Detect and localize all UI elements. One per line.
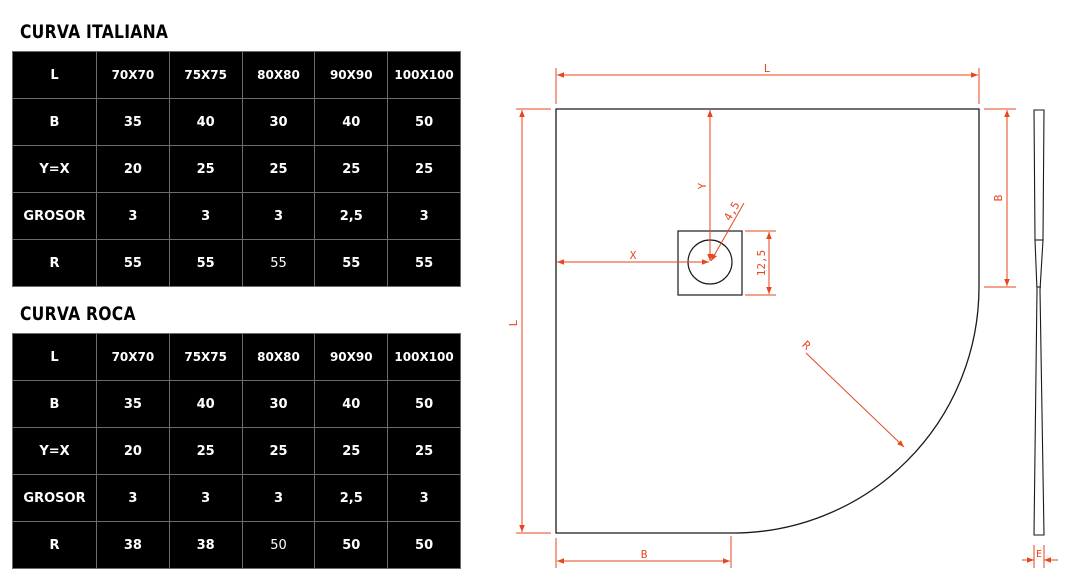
table-cell: 100X100: [387, 51, 461, 99]
table-curva-roca: L 70X70 75X75 80X80 90X90 100X100 B 35 4…: [12, 333, 461, 569]
table-cell: 50: [387, 98, 461, 146]
table-cell: 50: [314, 521, 389, 569]
label-x: X: [630, 249, 637, 262]
table-cell: 20: [96, 145, 170, 193]
table-cell: 30: [241, 98, 316, 146]
row-label: R: [12, 521, 97, 569]
table-cell: 25: [387, 427, 461, 475]
table-cell: 50: [241, 521, 316, 569]
table-row-l: L 70X70 75X75 80X80 90X90 100X100: [12, 51, 461, 99]
table-cell: 55: [168, 239, 243, 287]
table-row-yx: Y=X 20 25 25 25 25: [12, 427, 461, 475]
table-row-grosor: GROSOR 3 3 3 2,5 3: [12, 474, 461, 522]
table-cell: 38: [168, 521, 243, 569]
table-cell: 3: [241, 474, 316, 522]
dimension-line-radius: [805, 352, 905, 448]
label-b-right: B: [992, 194, 1005, 201]
table-cell: 3: [168, 474, 243, 522]
table-cell: 40: [314, 380, 389, 428]
label-thickness: E: [1036, 549, 1042, 560]
table-cell: 3: [241, 192, 316, 240]
table-cell: 25: [168, 145, 243, 193]
table-cell: 35: [96, 380, 170, 428]
table-cell: 3: [168, 192, 243, 240]
row-label: B: [12, 98, 97, 146]
table-cell: 3: [96, 192, 170, 240]
table-cell: 55: [96, 239, 170, 287]
label-l-top: L: [764, 62, 771, 75]
table-cell: 38: [96, 521, 170, 569]
table-row-b: B 35 40 30 40 50: [12, 98, 461, 146]
row-label: Y=X: [12, 427, 97, 475]
table-row-r: R 55 55 55 55 55: [12, 239, 461, 287]
table-cell: 25: [314, 427, 389, 475]
table-cell: 25: [241, 145, 316, 193]
table-cell: 30: [241, 380, 316, 428]
label-radius: R: [800, 338, 814, 352]
table-cell: 2,5: [314, 192, 389, 240]
label-b-bottom: B: [641, 548, 648, 561]
table-cell: 75X75: [168, 51, 243, 99]
dimension-line-drain-diameter: [710, 202, 745, 262]
label-l-left: L: [507, 319, 520, 326]
row-label: R: [12, 239, 97, 287]
row-label: GROSOR: [12, 192, 97, 240]
table-cell: 55: [314, 239, 389, 287]
table-cell: 55: [387, 239, 461, 287]
tray-side-profile: [1033, 109, 1045, 536]
row-label: L: [12, 333, 97, 381]
table-row-b: B 35 40 30 40 50: [12, 380, 461, 428]
table-row-r: R 38 38 50 50 50: [12, 521, 461, 569]
table-cell: 100X100: [387, 333, 461, 381]
table-row-yx: Y=X 20 25 25 25 25: [12, 145, 461, 193]
table-cell: 3: [387, 192, 461, 240]
table-row-grosor: GROSOR 3 3 3 2,5 3: [12, 192, 461, 240]
table-curva-italiana: L 70X70 75X75 80X80 90X90 100X100 B 35 4…: [12, 51, 461, 287]
table-cell: 25: [314, 145, 389, 193]
title-curva-italiana: CURVA ITALIANA: [20, 21, 169, 43]
table-cell: 55: [241, 239, 316, 287]
row-label: Y=X: [12, 145, 97, 193]
table-cell: 90X90: [314, 51, 389, 99]
table-cell: 75X75: [168, 333, 243, 381]
title-curva-roca: CURVA ROCA: [20, 303, 136, 325]
table-cell: 40: [168, 380, 243, 428]
table-cell: 25: [387, 145, 461, 193]
label-y: Y: [696, 182, 709, 189]
label-drain-diameter: 4,5: [721, 199, 742, 223]
table-cell: 25: [241, 427, 316, 475]
label-drain-size: 12,5: [755, 250, 768, 277]
table-cell: 90X90: [314, 333, 389, 381]
row-label: GROSOR: [12, 474, 97, 522]
table-cell: 50: [387, 521, 461, 569]
table-cell: 40: [168, 98, 243, 146]
table-cell: 40: [314, 98, 389, 146]
table-cell: 3: [96, 474, 170, 522]
table-cell: 25: [168, 427, 243, 475]
table-cell: 2,5: [314, 474, 389, 522]
table-cell: 50: [387, 380, 461, 428]
tray-outline: [555, 108, 980, 534]
